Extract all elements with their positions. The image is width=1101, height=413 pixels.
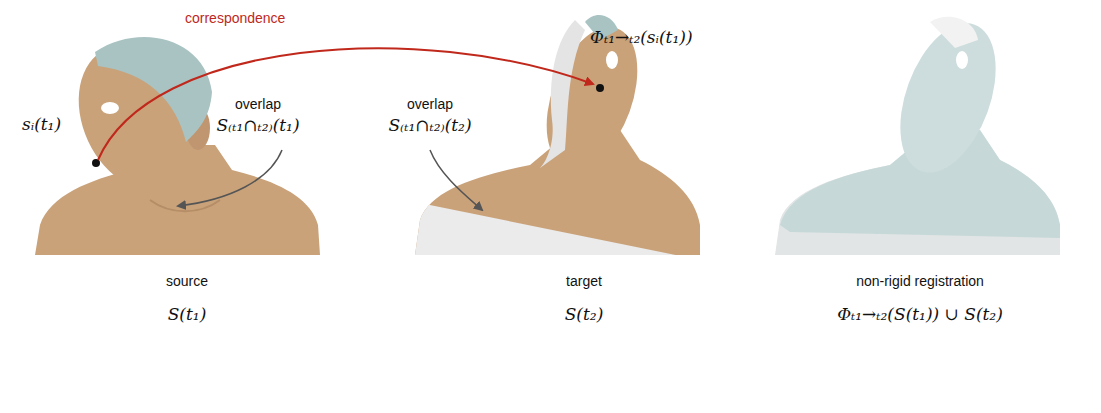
math-label: S(t₁) — [168, 305, 207, 325]
annotation-label: correspondence — [185, 10, 285, 26]
leader-arrow — [430, 150, 482, 210]
correspondence-arrow — [98, 48, 593, 160]
caption-label: target — [566, 273, 602, 289]
leader-arrow — [178, 150, 282, 206]
math-label: S₍ₜ₁∩ₜ₂₎(t₁) — [216, 116, 299, 136]
math-label: Φₜ₁→ₜ₂(S(t₁)) ∪ S(t₂) — [837, 305, 1003, 325]
math-label: S₍ₜ₁∩ₜ₂₎(t₂) — [388, 116, 471, 136]
math-label: S(t₂) — [565, 305, 604, 325]
point-label: sᵢ(t₁) — [22, 115, 61, 135]
annotation-label: overlap — [235, 96, 281, 112]
point-label: Φₜ₁→ₜ₂(sᵢ(t₁)) — [590, 28, 693, 48]
caption-label: non-rigid registration — [856, 273, 984, 289]
annotation-label: overlap — [407, 96, 453, 112]
registration-scan — [775, 10, 1060, 255]
source-scan — [35, 26, 320, 255]
caption-label: source — [166, 273, 208, 289]
